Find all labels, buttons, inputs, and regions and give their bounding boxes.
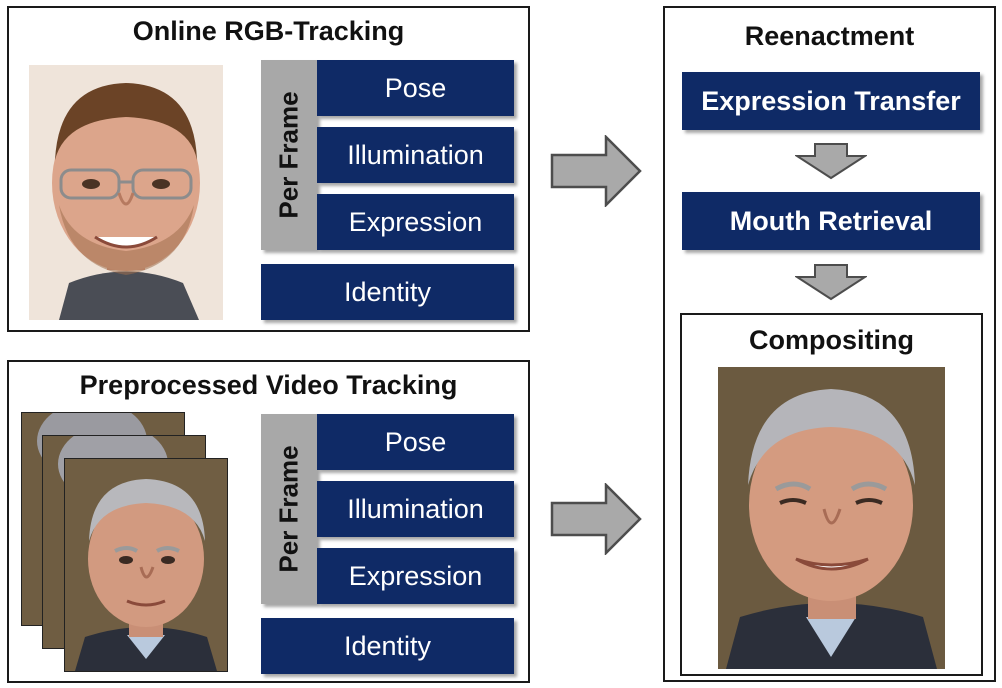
pose-parameter-box: Pose (317, 414, 514, 470)
right-arrow-icon (550, 483, 642, 555)
per-frame-bar: Per Frame (261, 60, 317, 250)
preprocessed-tracking-panel: Preprocessed Video Tracking Per (7, 360, 530, 683)
expression-parameter-box: Expression (317, 194, 514, 250)
compositing-panel: Compositing (680, 313, 983, 676)
down-arrow-icon (795, 264, 867, 301)
reenacted-output-photo (718, 367, 945, 669)
identity-parameter-box: Identity (261, 264, 514, 320)
preprocessed-tracking-title: Preprocessed Video Tracking (79, 370, 458, 400)
per-frame-bar: Per Frame (261, 414, 317, 604)
online-tracking-panel: Online RGB-Tracking Per Frame Pose Illum… (7, 6, 530, 332)
per-frame-label: Per Frame (273, 91, 304, 219)
compositing-title: Compositing (749, 325, 914, 355)
target-video-frame-front (64, 458, 228, 672)
identity-parameter-box: Identity (261, 618, 514, 674)
reenacted-face-illustration (718, 367, 945, 669)
illumination-parameter-box: Illumination (317, 481, 514, 537)
source-actor-photo (29, 65, 223, 320)
per-frame-label: Per Frame (273, 445, 304, 573)
online-tracking-title: Online RGB-Tracking (132, 16, 405, 46)
mouth-retrieval-box: Mouth Retrieval (682, 192, 980, 250)
pose-parameter-box: Pose (317, 60, 514, 116)
illumination-parameter-box: Illumination (317, 127, 514, 183)
expression-transfer-box: Expression Transfer (682, 72, 980, 130)
right-arrow-icon (550, 135, 642, 207)
target-face-illustration (65, 459, 227, 671)
down-arrow-icon (795, 143, 867, 180)
source-face-illustration (29, 65, 223, 320)
reenactment-title: Reenactment (744, 21, 915, 51)
expression-parameter-box: Expression (317, 548, 514, 604)
reenactment-panel: Reenactment Expression Transfer Mouth Re… (663, 6, 996, 682)
